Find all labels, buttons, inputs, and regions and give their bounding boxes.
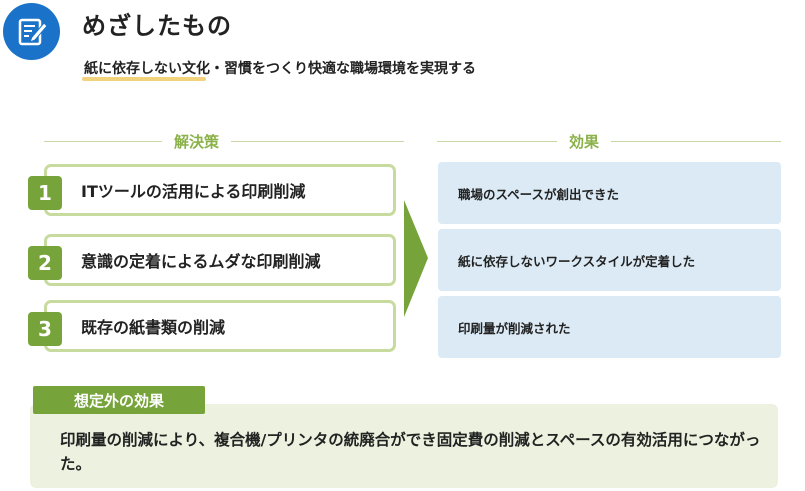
unexpected-effect-box: 印刷量の削減により、複合機/プリンタの統廃合ができ固定費の削減とスペースの有効活…: [30, 404, 778, 488]
solution-number-3: 3: [28, 312, 62, 346]
effect-item-2: 紙に依存しないワークスタイルが定着した: [438, 229, 781, 291]
subtitle-underline: [82, 77, 206, 81]
solution-number-2: 2: [28, 246, 62, 280]
solution-item-1: 1 ITツールの活用による印刷削減: [28, 164, 396, 216]
effect-item-3: 印刷量が削減された: [438, 296, 781, 358]
solution-item-2: 2 意識の定着によるムダな印刷削減: [28, 234, 396, 286]
effects-heading-text: 効果: [569, 133, 600, 151]
solution-label-3: 既存の紙書類の削減: [81, 318, 226, 337]
solution-label-2: 意識の定着によるムダな印刷削減: [81, 252, 321, 271]
effect-item-1: 職場のスペースが創出できた: [438, 162, 781, 224]
effect-label-2: 紙に依存しないワークスタイルが定着した: [458, 253, 696, 269]
solutions-heading: 解決策: [44, 131, 404, 152]
effect-label-1: 職場のスペースが創出できた: [458, 186, 620, 202]
effects-heading: 効果: [437, 131, 781, 152]
effect-label-3: 印刷量が削減された: [458, 320, 571, 336]
unexpected-effect-label: 想定外の効果: [33, 386, 205, 414]
edit-document-icon: [3, 3, 60, 60]
page-subtitle: 紙に依存しない文化・習慣をつくり快適な職場環境を実現する: [84, 61, 476, 77]
page-title: めざしたもの: [82, 12, 232, 40]
solution-number-1: 1: [28, 176, 62, 210]
arrow-right-icon: [404, 200, 428, 317]
solution-item-3: 3 既存の紙書類の削減: [28, 300, 396, 352]
solutions-heading-text: 解決策: [174, 133, 220, 151]
solution-label-1: ITツールの活用による印刷削減: [81, 182, 306, 201]
unexpected-effect-text: 印刷量の削減により、複合機/プリンタの統廃合ができ固定費の削減とスペースの有効活…: [60, 431, 761, 473]
